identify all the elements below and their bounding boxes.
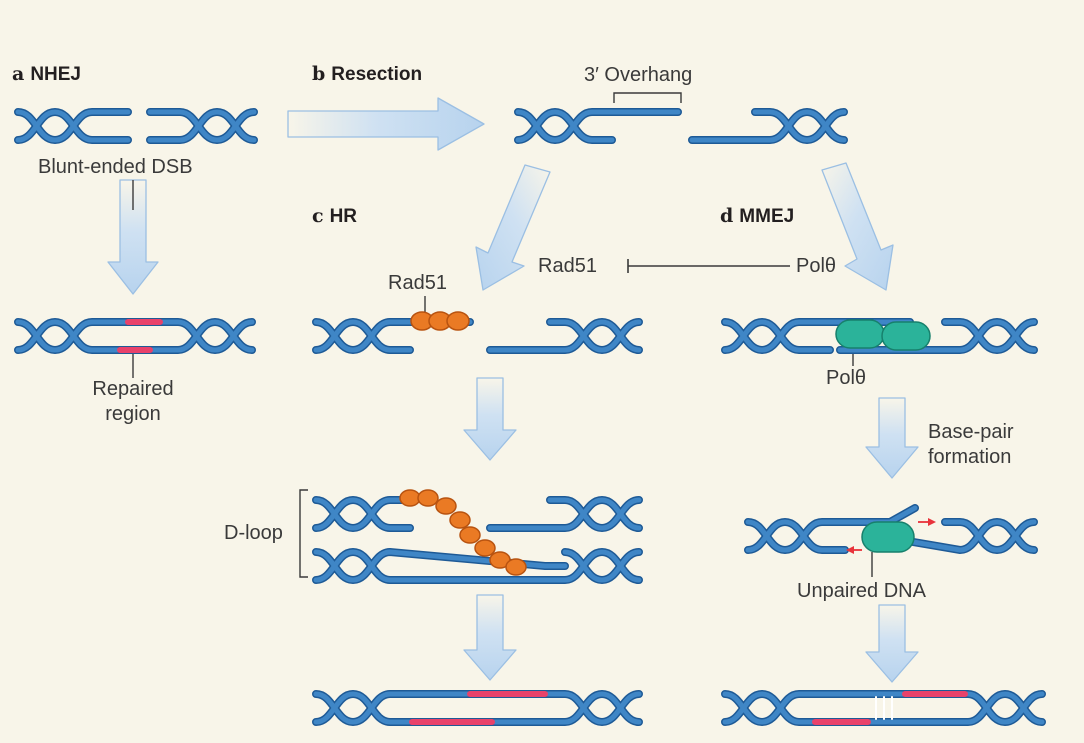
label-blunt-dsb: Blunt-ended DSB <box>38 156 193 178</box>
arrow-mmej-down-2 <box>865 604 919 683</box>
panel-name-mmej: MMEJ <box>739 206 795 227</box>
panel-letter-b: b <box>312 63 326 85</box>
label-repaired-line2: region <box>105 403 161 425</box>
arrow-mmej-down-1 <box>865 397 919 479</box>
arrow-hr-down-1 <box>463 377 517 461</box>
panel-letter-d: d <box>720 205 734 227</box>
label-inhibit-rad51: Rad51 <box>538 255 597 277</box>
label-overhang: 3′ Overhang <box>584 64 693 86</box>
label-dloop: D-loop <box>224 522 283 544</box>
panel-letter-a: a <box>12 63 25 85</box>
arrow-b-to-hr <box>475 164 551 291</box>
inhibition-line <box>627 259 790 273</box>
panel-name-resection: Resection <box>331 64 423 85</box>
label-repaired-line1: Repaired <box>92 378 174 400</box>
dna-blunt-dsb <box>14 107 258 145</box>
label-base-pair-line1: Base-pair <box>928 421 1014 443</box>
label-inhibit-poltheta: Polθ <box>796 255 837 277</box>
rad51-beads <box>399 311 527 576</box>
leader-lines <box>132 180 873 577</box>
dna-strands <box>14 107 1046 727</box>
dna-blunt-dsb-fill <box>15 109 257 143</box>
label-unpaired-dna: Unpaired DNA <box>797 580 926 602</box>
dloop-bracket <box>299 489 308 578</box>
dna-nhej-repaired <box>14 317 256 355</box>
arrow-a-to-b <box>287 97 485 151</box>
mmej-repair-region <box>812 691 968 725</box>
hr-repair-region <box>409 691 548 725</box>
arrow-b-to-mmej <box>821 162 894 291</box>
label-base-pair-line2: formation <box>928 446 1012 468</box>
label-base-pair-formation: Base-pair formation <box>928 420 1014 470</box>
overhang-bracket <box>613 92 682 103</box>
arrow-hr-down-2 <box>463 594 517 681</box>
panel-name-hr: HR <box>329 206 358 227</box>
poltheta-proteins <box>835 319 931 553</box>
label-repaired-region: Repaired region <box>73 377 193 427</box>
panel-name-nhej: NHEJ <box>30 64 81 85</box>
nhej-repair-region <box>117 319 163 353</box>
process-arrows <box>107 97 919 683</box>
label-poltheta-protein: Polθ <box>826 367 867 389</box>
mmej-base-pairs <box>875 696 893 720</box>
strand-movement-arrows <box>846 518 936 554</box>
label-rad51-protein: Rad51 <box>388 272 447 294</box>
panel-letter-c: c <box>312 205 324 227</box>
arrow-a-down <box>107 179 159 295</box>
